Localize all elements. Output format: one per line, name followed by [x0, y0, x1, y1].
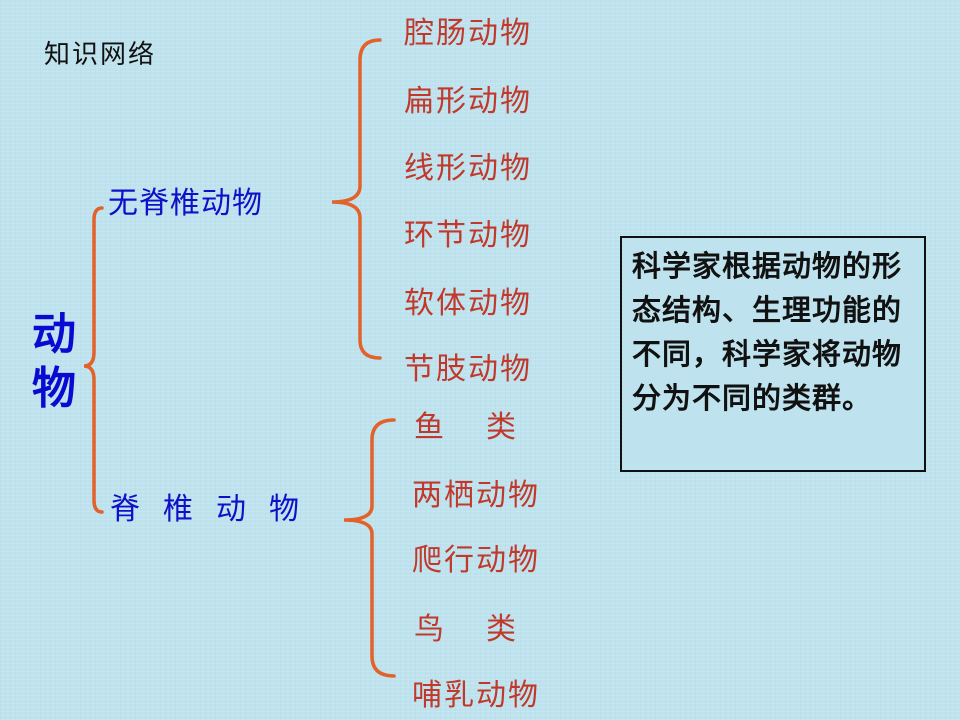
- section-title: 知识网络: [44, 40, 157, 70]
- leaf-arthropods: 节肢动物: [404, 352, 532, 387]
- note-box: 科学家根据动物的形态结构、生理功能的不同，科学家将动物分为不同的类群。: [620, 236, 926, 472]
- root-brace: [83, 206, 104, 514]
- branch-vertebrate-char: 动: [216, 492, 247, 527]
- leaf-mollusks: 软体动物: [404, 286, 532, 321]
- leaf-fish-char: 类: [486, 410, 518, 445]
- leaf-birds: 鸟类: [414, 604, 518, 648]
- root-label-line-1: 动: [32, 309, 76, 360]
- invertebrate-brace: [331, 38, 382, 360]
- leaf-reptiles: 爬行动物: [412, 543, 540, 578]
- leaf-birds-char: 类: [486, 612, 518, 647]
- branch-vertebrate-char: 椎: [163, 492, 194, 527]
- leaf-amphibians: 两栖动物: [412, 478, 540, 513]
- root-label-animals: 动 物: [28, 308, 80, 416]
- leaf-annelids: 环节动物: [404, 218, 532, 253]
- leaf-fish-char: 鱼: [414, 410, 446, 445]
- leaf-fish: 鱼类: [414, 402, 518, 446]
- branch-vertebrate: 脊椎动物: [110, 484, 300, 528]
- leaf-roundworms: 线形动物: [404, 151, 532, 186]
- root-label-line-2: 物: [32, 363, 76, 414]
- leaf-flatworms: 扁形动物: [404, 84, 532, 119]
- leaf-birds-char: 鸟: [414, 612, 446, 647]
- leaf-mammals: 哺乳动物: [412, 678, 540, 713]
- leaf-cnidarians: 腔肠动物: [404, 16, 532, 51]
- branch-invertebrate: 无脊椎动物: [108, 186, 263, 221]
- vertebrate-brace: [343, 418, 396, 678]
- branch-vertebrate-char: 脊: [110, 492, 141, 527]
- branch-vertebrate-char: 物: [269, 492, 300, 527]
